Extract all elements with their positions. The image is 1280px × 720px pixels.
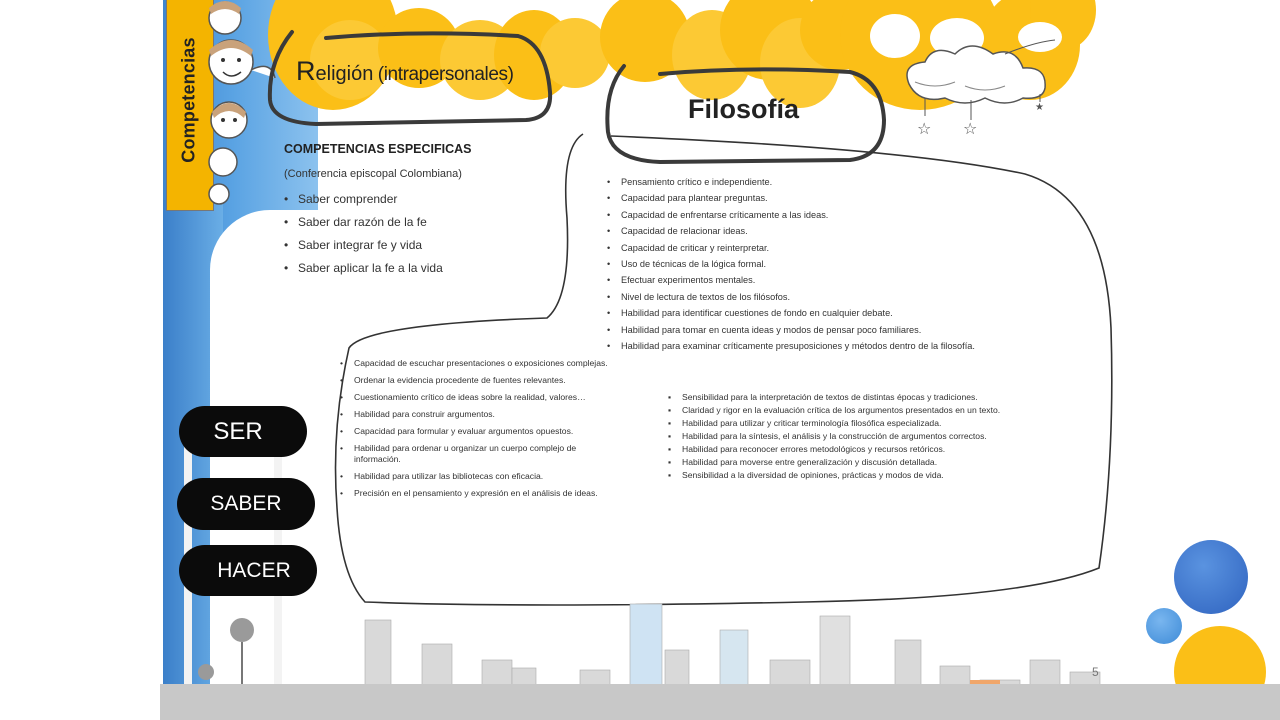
- filosofia-frame: [605, 64, 887, 165]
- bubble-highlight: [870, 14, 920, 58]
- saber-button-label: SABER: [210, 492, 282, 515]
- list-item: Habilidad para reconocer errores metodol…: [668, 444, 1068, 456]
- bubble: [540, 18, 610, 88]
- list-item: Ordenar la evidencia procedente de fuent…: [340, 375, 620, 386]
- list-item: Capacidad para formular y evaluar argume…: [340, 426, 620, 437]
- cloud-doodle-icon: ☆ ☆ ★: [906, 39, 1056, 138]
- svg-text:☆: ☆: [917, 119, 931, 138]
- list-item: Habilidad para utilizar y criticar termi…: [668, 418, 1068, 430]
- hacer-button-label: HACER: [217, 558, 291, 582]
- list-item: Saber comprender: [284, 192, 524, 206]
- religion-title-word: eligión: [315, 63, 374, 85]
- competencias-block: COMPETENCIAS ESPECIFICAS (Conferencia ep…: [284, 142, 524, 284]
- list-item: Habilidad para examinar críticamente pre…: [607, 341, 1037, 351]
- competencias-list: Saber comprender Saber dar razón de la f…: [284, 192, 524, 275]
- religion-title: Religión (intrapersonales): [296, 56, 514, 87]
- list-item: Saber integrar fe y vida: [284, 238, 524, 252]
- list-item: Cuestionamiento crítico de ideas sobre l…: [340, 392, 620, 403]
- list-item: Saber aplicar la fe a la vida: [284, 261, 524, 275]
- list-item: Capacidad de escuchar presentaciones o e…: [340, 358, 620, 369]
- list-item: Capacidad de relacionar ideas.: [607, 226, 1037, 236]
- list-item: Capacidad de enfrentarse críticamente a …: [607, 210, 1037, 220]
- saber-list: Capacidad de escuchar presentaciones o e…: [340, 358, 620, 505]
- svg-text:☆: ☆: [963, 119, 977, 138]
- list-item: Habilidad para la síntesis, el análisis …: [668, 431, 1068, 443]
- list-item: Habilidad para ordenar u organizar un cu…: [340, 443, 620, 464]
- religion-frame: [267, 30, 553, 127]
- list-item: Precisión en el pensamiento y expresión …: [340, 488, 620, 499]
- religion-title-initial: R: [296, 56, 316, 86]
- list-item: Capacidad para plantear preguntas.: [607, 193, 1037, 203]
- hacer-list: Sensibilidad para la interpretación de t…: [668, 392, 1068, 483]
- svg-text:★: ★: [1035, 102, 1044, 113]
- list-item: Claridad y rigor en la evaluación crític…: [668, 405, 1068, 417]
- page-number: 5: [1092, 665, 1099, 679]
- competencias-heading: COMPETENCIAS ESPECIFICAS: [284, 142, 472, 156]
- list-item: Pensamiento crítico e independiente.: [607, 177, 1037, 187]
- list-item: Sensibilidad para la interpretación de t…: [668, 392, 1068, 404]
- competencias-tab: [166, 0, 214, 211]
- children-illustration-icon: [208, 1, 276, 205]
- filosofia-title: Filosofía: [688, 94, 800, 124]
- blue-circle-small: [1146, 608, 1182, 644]
- saber-button[interactable]: SABER: [177, 478, 315, 530]
- ser-button[interactable]: SER: [179, 406, 307, 457]
- ground-strip: [160, 684, 1280, 720]
- list-item: Sensibilidad a la diversidad de opinione…: [668, 470, 1068, 482]
- list-item: Uso de técnicas de la lógica formal.: [607, 259, 1037, 269]
- list-item: Efectuar experimentos mentales.: [607, 275, 1037, 285]
- list-item: Habilidad para moverse entre generalizac…: [668, 457, 1068, 469]
- list-item: Nivel de lectura de textos de los filóso…: [607, 292, 1037, 302]
- filosofia-list: Pensamiento crítico e independiente. Cap…: [607, 177, 1037, 357]
- hacer-button[interactable]: HACER: [179, 545, 317, 596]
- religion-subtitle: (intrapersonales): [377, 64, 514, 85]
- list-item: Saber dar razón de la fe: [284, 215, 524, 229]
- competencias-source: (Conferencia episcopal Colombiana): [284, 168, 462, 180]
- blue-circle-large: [1174, 540, 1248, 614]
- list-item: Habilidad para identificar cuestiones de…: [607, 308, 1037, 318]
- list-item: Habilidad para construir argumentos.: [340, 409, 620, 420]
- list-item: Capacidad de criticar y reinterpretar.: [607, 243, 1037, 253]
- ser-button-label: SER: [213, 417, 263, 445]
- list-item: Habilidad para utilizar las bibliotecas …: [340, 471, 620, 482]
- list-item: Habilidad para tomar en cuenta ideas y m…: [607, 325, 1037, 335]
